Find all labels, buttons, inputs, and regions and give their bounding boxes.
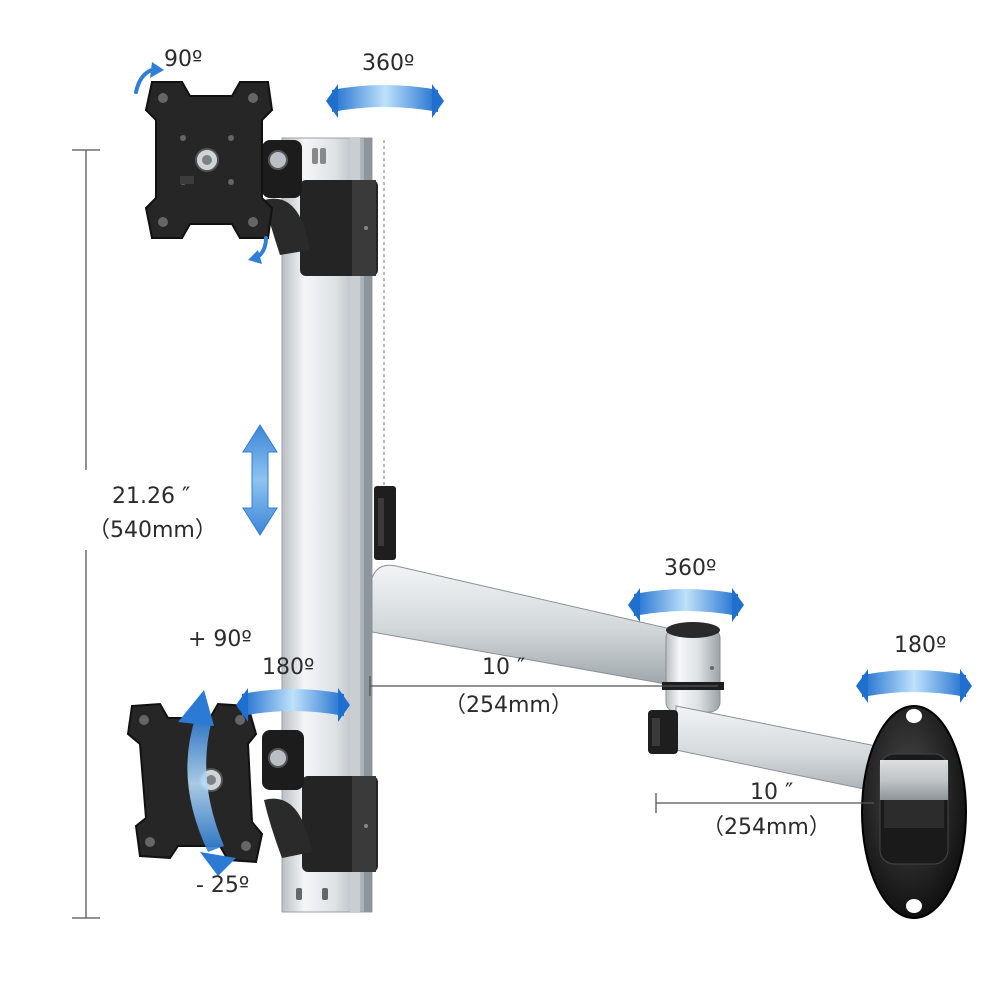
top-rotation-label: 90º bbox=[164, 47, 202, 72]
top-rotation-arrow-lower-icon bbox=[248, 236, 268, 264]
pole-clamp bbox=[374, 486, 396, 560]
wall-swivel-label: 180º bbox=[894, 633, 946, 658]
top-vesa-plate bbox=[144, 81, 274, 239]
height-inches-label: 21.26 ″ bbox=[112, 484, 190, 509]
top-bracket-block bbox=[262, 140, 378, 276]
arm-segment-1 bbox=[371, 564, 701, 691]
arm1-mm-label: （254mm） bbox=[444, 693, 573, 718]
arm1-inches-label: 10 ″ bbox=[482, 655, 525, 680]
arm2-inches-label: 10 ″ bbox=[750, 780, 793, 805]
bottom-tilt-down-label: - 25º bbox=[196, 873, 249, 898]
height-mm-label: （540mm） bbox=[88, 518, 217, 543]
bottom-swivel-arrow-icon bbox=[236, 688, 350, 722]
height-adjust-arrow-icon bbox=[242, 424, 278, 536]
arm2-dimension-line bbox=[655, 793, 874, 813]
middle-swivel-label: 360º bbox=[664, 556, 716, 581]
bottom-tilt-arrow-icon bbox=[178, 690, 236, 876]
arm2-mm-label: （254mm） bbox=[702, 815, 831, 840]
middle-swivel-arrow-icon bbox=[628, 588, 744, 622]
middle-joint bbox=[662, 622, 724, 713]
wall-plate bbox=[861, 705, 967, 919]
top-swivel-arrow-icon bbox=[326, 84, 444, 118]
top-rotation-arrow-icon bbox=[134, 62, 164, 94]
arm1-dimension-line bbox=[369, 676, 718, 696]
bottom-bracket-block bbox=[262, 730, 378, 872]
top-swivel-label: 360º bbox=[362, 51, 414, 76]
bottom-tilt-up-label: + 90º bbox=[188, 627, 252, 652]
wall-swivel-arrow-icon bbox=[856, 669, 972, 703]
bottom-swivel-label: 180º bbox=[262, 655, 314, 680]
